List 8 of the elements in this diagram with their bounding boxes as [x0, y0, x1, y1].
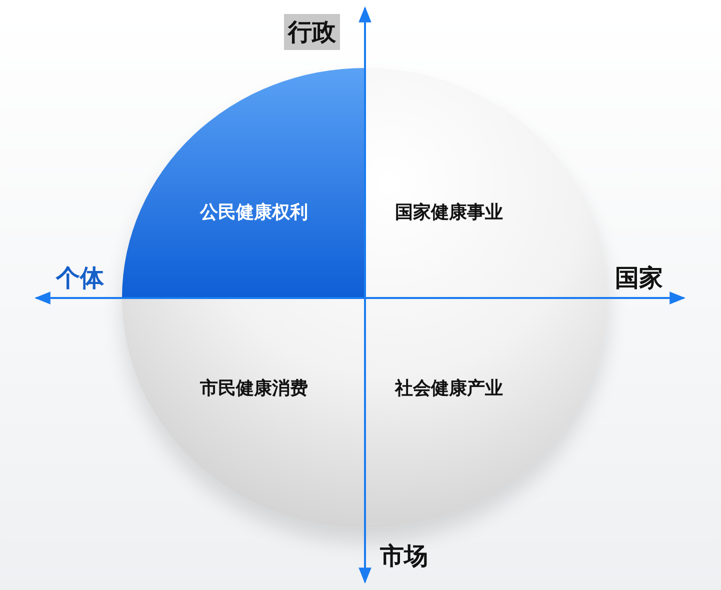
quadrant-label: 国家健康事业 [395, 201, 503, 224]
axis-label: 国家 [615, 263, 663, 294]
axis-label: 市场 [380, 541, 428, 572]
quadrant-label: 社会健康产业 [395, 377, 503, 400]
quadrant-label: 公民健康权利 [200, 201, 308, 224]
axis-label: 个体 [56, 263, 104, 294]
axis-label: 行政 [284, 14, 340, 50]
quadrant-label: 市民健康消费 [200, 377, 308, 400]
